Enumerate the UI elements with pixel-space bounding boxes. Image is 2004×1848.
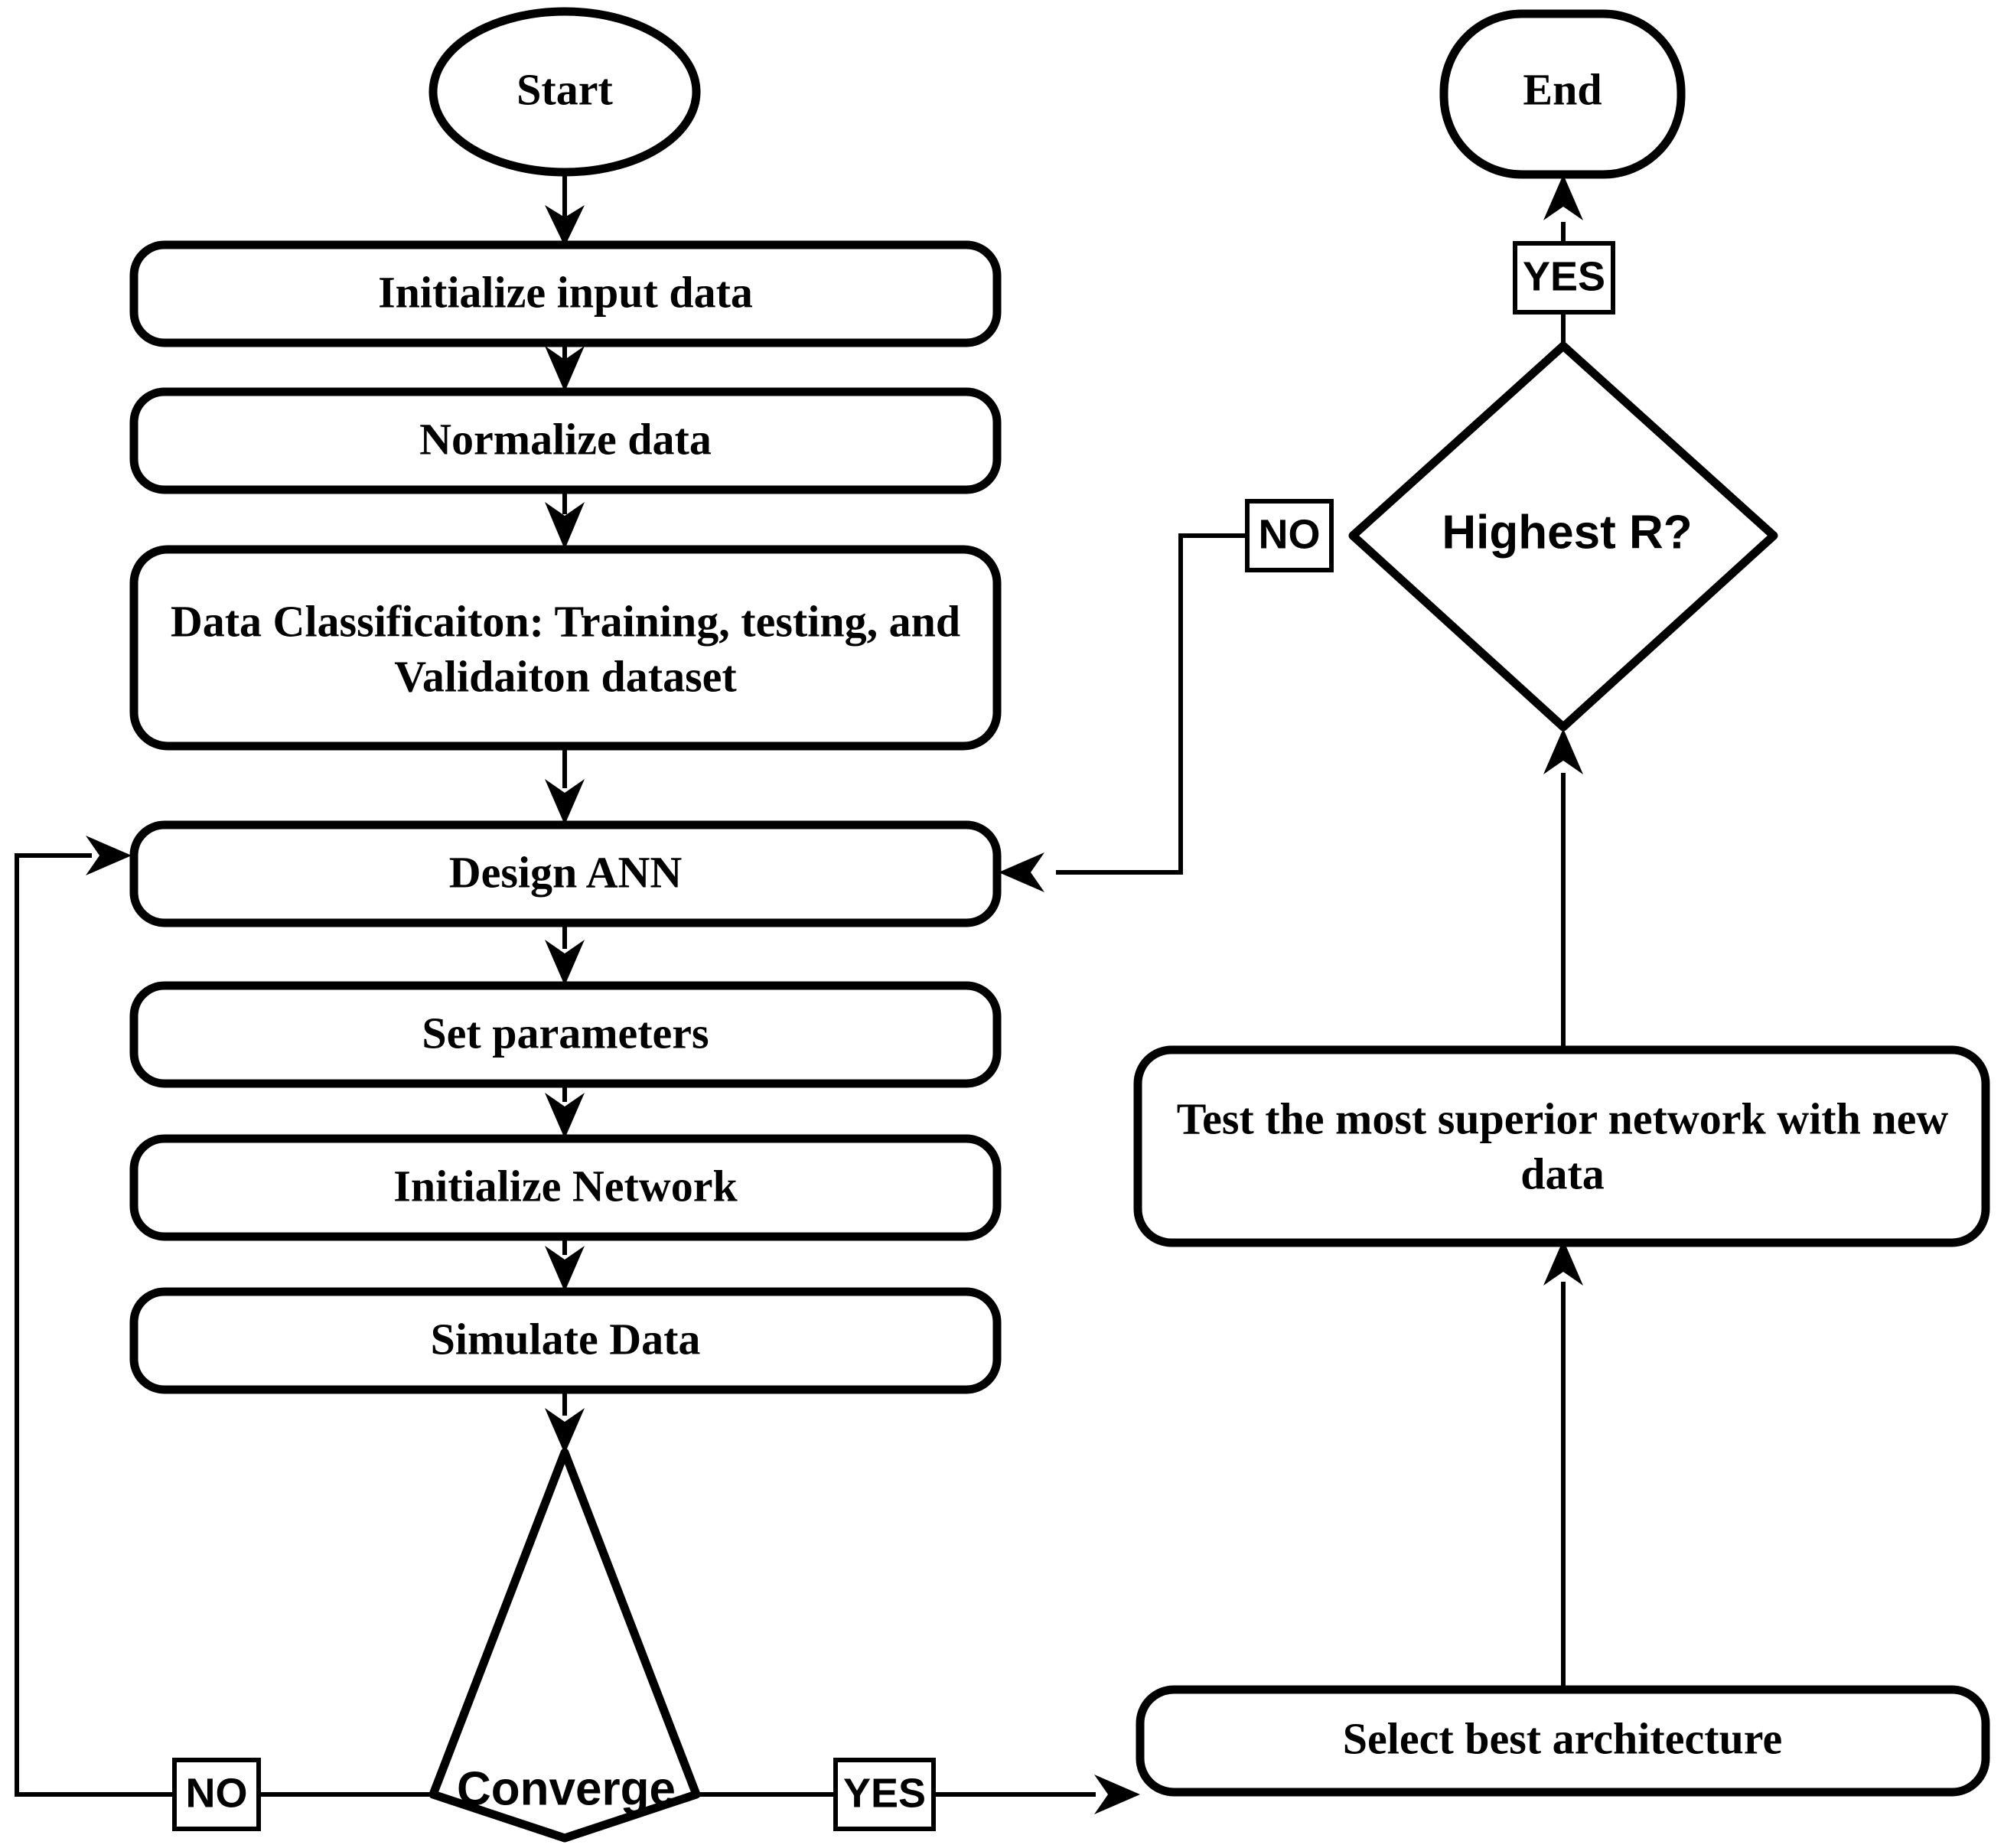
edge-label-highest-r-no-text: NO (1259, 511, 1321, 557)
edge-label-converge-yes: YES (833, 1758, 936, 1831)
node-test-superior-network-label-line2: data (1520, 1149, 1605, 1198)
edge-label-converge-no-text: NO (186, 1770, 248, 1816)
edge-label-highest-r-yes: YES (1513, 241, 1615, 315)
node-end[interactable]: End (1439, 9, 1686, 179)
node-converge[interactable]: Converge (428, 1448, 701, 1843)
node-initialize-network-label: Initialize Network (393, 1161, 738, 1211)
node-start[interactable]: Start (428, 7, 701, 177)
node-select-best-architecture[interactable]: Select best architecture (1136, 1685, 1990, 1797)
edge-label-converge-no: NO (172, 1758, 261, 1831)
node-set-parameters[interactable]: Set parameters (129, 981, 1002, 1088)
node-start-label: Start (516, 64, 613, 114)
node-select-best-architecture-label: Select best architecture (1343, 1713, 1782, 1763)
edge-simulate-data-to-converge (545, 1389, 585, 1454)
edge-label-converge-yes-text: YES (843, 1770, 926, 1816)
edge-select-best-to-test-superior (1543, 1240, 1583, 1739)
edge-initialize-to-normalize (545, 343, 585, 392)
node-highest-r-label: Highest R? (1442, 506, 1692, 559)
node-data-classification-label-line1: Data Classificaiton: Training, testing, … (171, 596, 960, 646)
connector-layer (15, 172, 1583, 1814)
node-converge-label: Converge (457, 1762, 676, 1815)
node-initialize-input-data[interactable]: Initialize input data (129, 240, 1002, 347)
node-design-ann-label: Design ANN (449, 847, 683, 897)
node-initialize-network[interactable]: Initialize Network (129, 1134, 1002, 1241)
node-simulate-data[interactable]: Simulate Data (129, 1287, 1002, 1394)
edge-set-parameters-to-initialize-network (545, 1083, 585, 1139)
node-end-label: End (1523, 64, 1602, 114)
node-highest-r[interactable]: Highest R? (1348, 341, 1778, 732)
node-normalize-data[interactable]: Normalize data (129, 387, 1002, 494)
edge-highest-r-no-to-design-ann (999, 533, 1249, 892)
edge-start-to-initialize-input-data (545, 172, 585, 246)
node-simulate-data-label: Simulate Data (431, 1314, 701, 1364)
node-data-classification[interactable]: Data Classificaiton: Training, testing, … (129, 545, 1002, 751)
node-test-superior-network-label-line1: Test the most superior network with new (1177, 1093, 1949, 1143)
edge-label-highest-r-yes-text: YES (1523, 253, 1605, 299)
edge-label-highest-r-no: NO (1245, 499, 1334, 572)
node-design-ann[interactable]: Design ANN (129, 820, 1002, 927)
edge-design-ann-to-set-parameters (545, 922, 585, 986)
edge-initialize-network-to-simulate-data (545, 1236, 585, 1292)
edge-normalize-to-classification (545, 490, 585, 549)
edge-test-superior-to-highest-r (1543, 728, 1583, 1050)
node-data-classification-label-line2: Validaiton dataset (394, 651, 737, 701)
node-normalize-data-label: Normalize data (419, 414, 712, 464)
node-initialize-input-data-label: Initialize input data (378, 267, 753, 317)
node-test-superior-network[interactable]: Test the most superior network with new … (1133, 1045, 1990, 1247)
edge-classification-to-design-ann (545, 746, 585, 825)
node-set-parameters-label: Set parameters (422, 1008, 709, 1058)
